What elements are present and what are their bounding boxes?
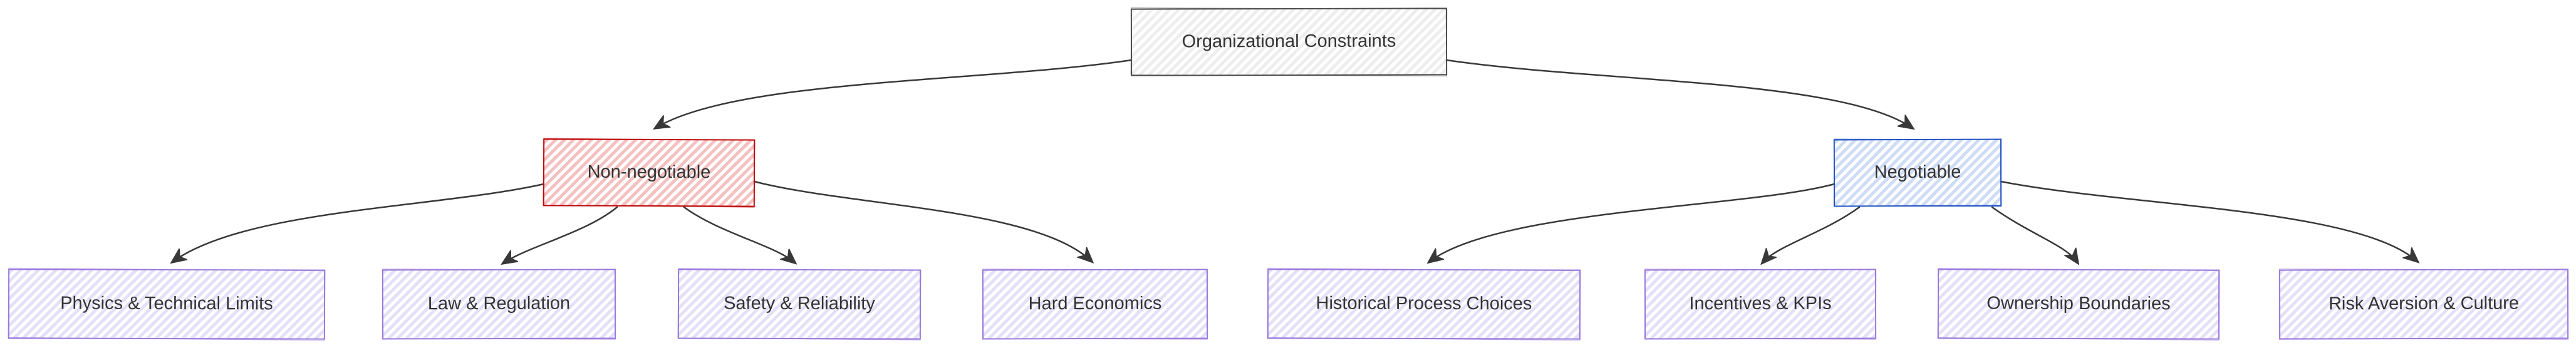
node-label: Organizational Constraints	[1182, 31, 1396, 52]
node-label: Safety & Reliability	[724, 294, 875, 314]
node-incentives-kpis: Incentives & KPIs	[1644, 269, 1877, 340]
node-law-regulation: Law & Regulation	[382, 269, 616, 340]
node-ownership-boundaries: Ownership Boundaries	[1937, 269, 2220, 340]
edge-negotiable-to-historical	[1430, 183, 1836, 262]
node-hard-economics: Hard Economics	[982, 269, 1208, 340]
edge-non-negotiable-to-physics	[173, 183, 545, 262]
node-physics-technical-limits: Physics & Technical Limits	[8, 269, 326, 340]
node-label: Non-negotiable	[587, 161, 711, 183]
edge-root-to-negotiable	[1445, 59, 1912, 128]
edge-non-negotiable-to-safety	[683, 206, 794, 262]
node-organizational-constraints: Organizational Constraints	[1130, 8, 1448, 76]
node-label: Risk Aversion & Culture	[2328, 293, 2520, 314]
node-label: Physics & Technical Limits	[60, 293, 273, 314]
edge-non-negotiable-to-law	[504, 206, 618, 263]
node-label: Incentives & KPIs	[1689, 294, 1832, 314]
node-non-negotiable: Non-negotiable	[543, 138, 756, 207]
node-label: Hard Economics	[1028, 294, 1162, 314]
node-label: Negotiable	[1874, 162, 1961, 183]
node-risk-aversion-culture: Risk Aversion & Culture	[2278, 269, 2569, 340]
edge-negotiable-to-incentives	[1763, 206, 1861, 262]
node-label: Historical Process Choices	[1316, 293, 1532, 314]
edge-root-to-non-negotiable	[656, 59, 1133, 128]
edge-negotiable-to-risk	[2000, 180, 2417, 261]
edge-non-negotiable-to-hard-economics	[753, 180, 1091, 261]
node-historical-process-choices: Historical Process Choices	[1267, 269, 1581, 340]
node-label: Ownership Boundaries	[1987, 293, 2171, 314]
node-safety-reliability: Safety & Reliability	[677, 269, 922, 340]
node-negotiable: Negotiable	[1833, 138, 2002, 207]
node-label: Law & Regulation	[427, 294, 571, 314]
edge-negotiable-to-ownership	[1991, 206, 2077, 262]
